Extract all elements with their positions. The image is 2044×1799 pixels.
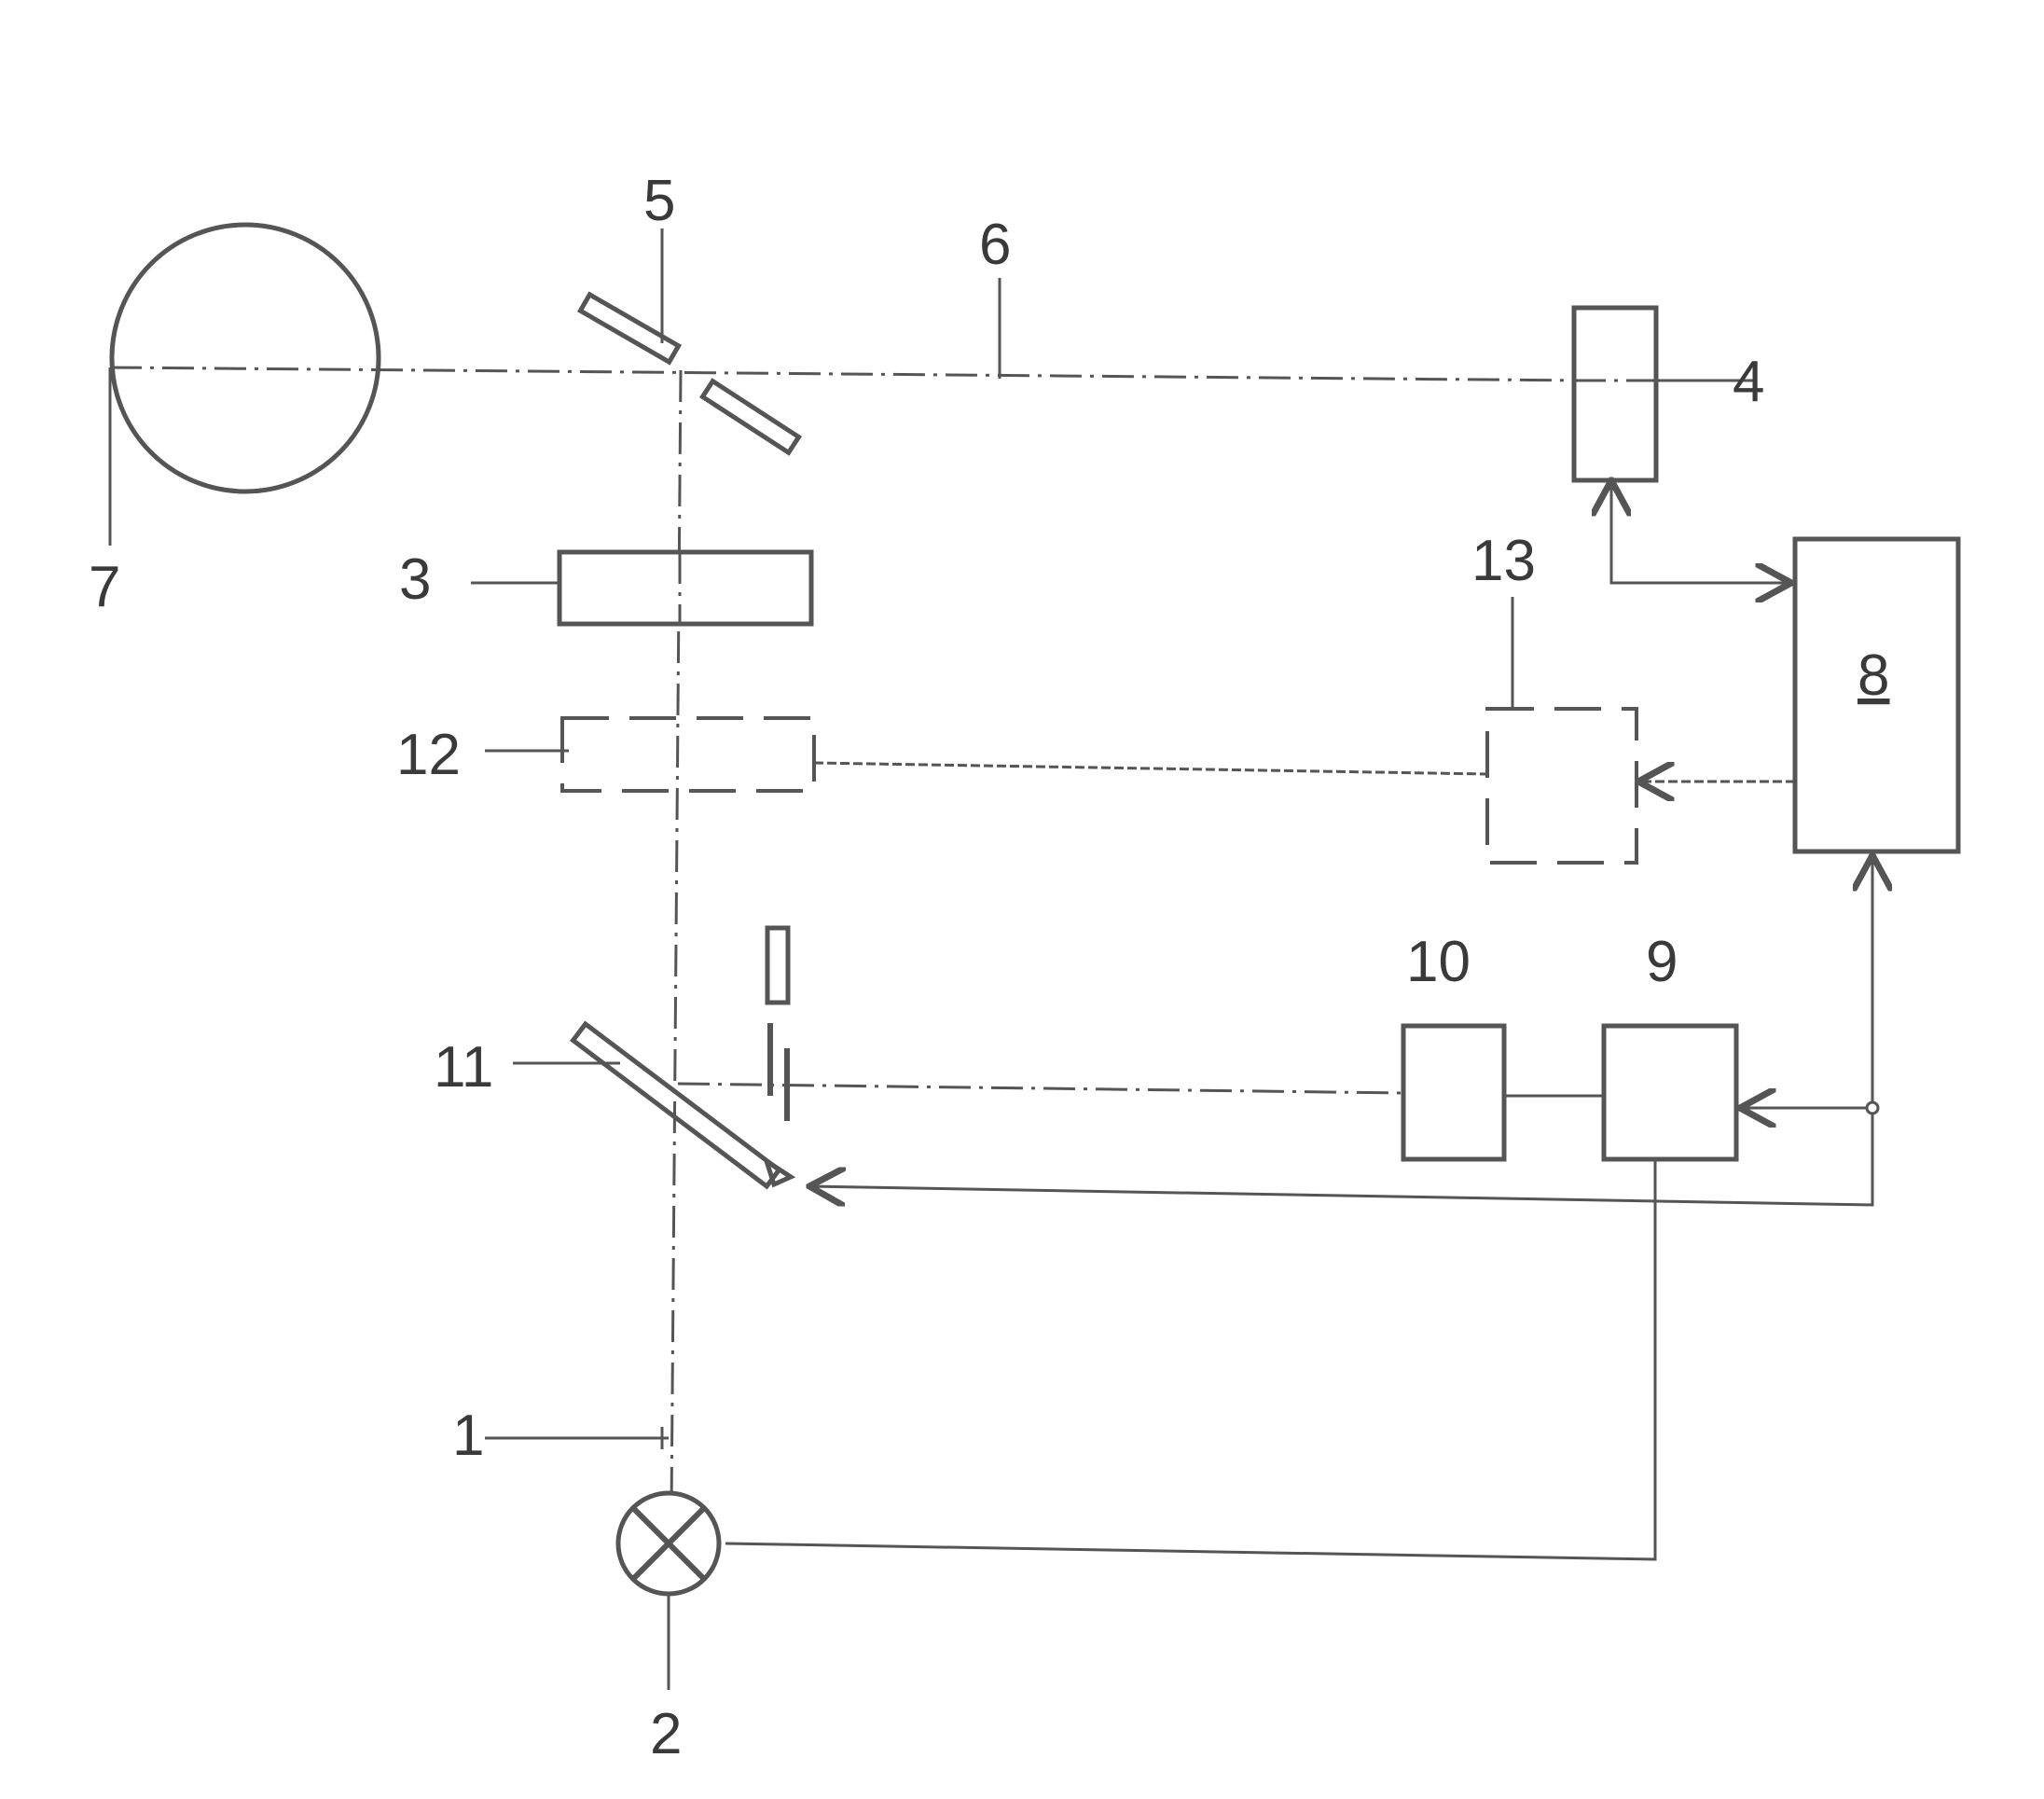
component-4 <box>1574 308 1656 480</box>
label-7: 7 <box>89 555 120 619</box>
label-9: 9 <box>1646 930 1678 994</box>
shutter-upper <box>767 928 788 1003</box>
component-10 <box>1403 1026 1504 1159</box>
label-4: 4 <box>1733 350 1764 414</box>
component-3 <box>559 552 811 624</box>
label-8: 8 <box>1858 643 1889 708</box>
component-9 <box>1604 1026 1736 1159</box>
component-12 <box>562 718 814 791</box>
label-12: 12 <box>396 723 461 787</box>
label-6: 6 <box>979 213 1011 277</box>
lamp-2 <box>618 1493 719 1594</box>
link-9-lamp <box>725 1159 1655 1559</box>
target-circle-7 <box>112 225 379 491</box>
component-13 <box>1487 709 1637 863</box>
label-11: 11 <box>434 1035 493 1100</box>
label-13: 13 <box>1471 529 1536 593</box>
mirror-plate-5-lower <box>702 381 798 453</box>
junction-node <box>1867 1102 1878 1114</box>
link-4-8 <box>1611 480 1791 583</box>
label-5: 5 <box>643 169 675 233</box>
mirror-plate-5-upper <box>580 295 678 362</box>
beam-path-6 <box>110 367 1585 381</box>
label-1: 1 <box>452 1404 484 1468</box>
dashed-link-12-13 <box>814 763 1487 774</box>
optical-axis-vertical <box>671 370 681 1511</box>
label-3: 3 <box>399 547 431 612</box>
label-2: 2 <box>650 1702 682 1766</box>
label-10: 10 <box>1406 930 1471 994</box>
